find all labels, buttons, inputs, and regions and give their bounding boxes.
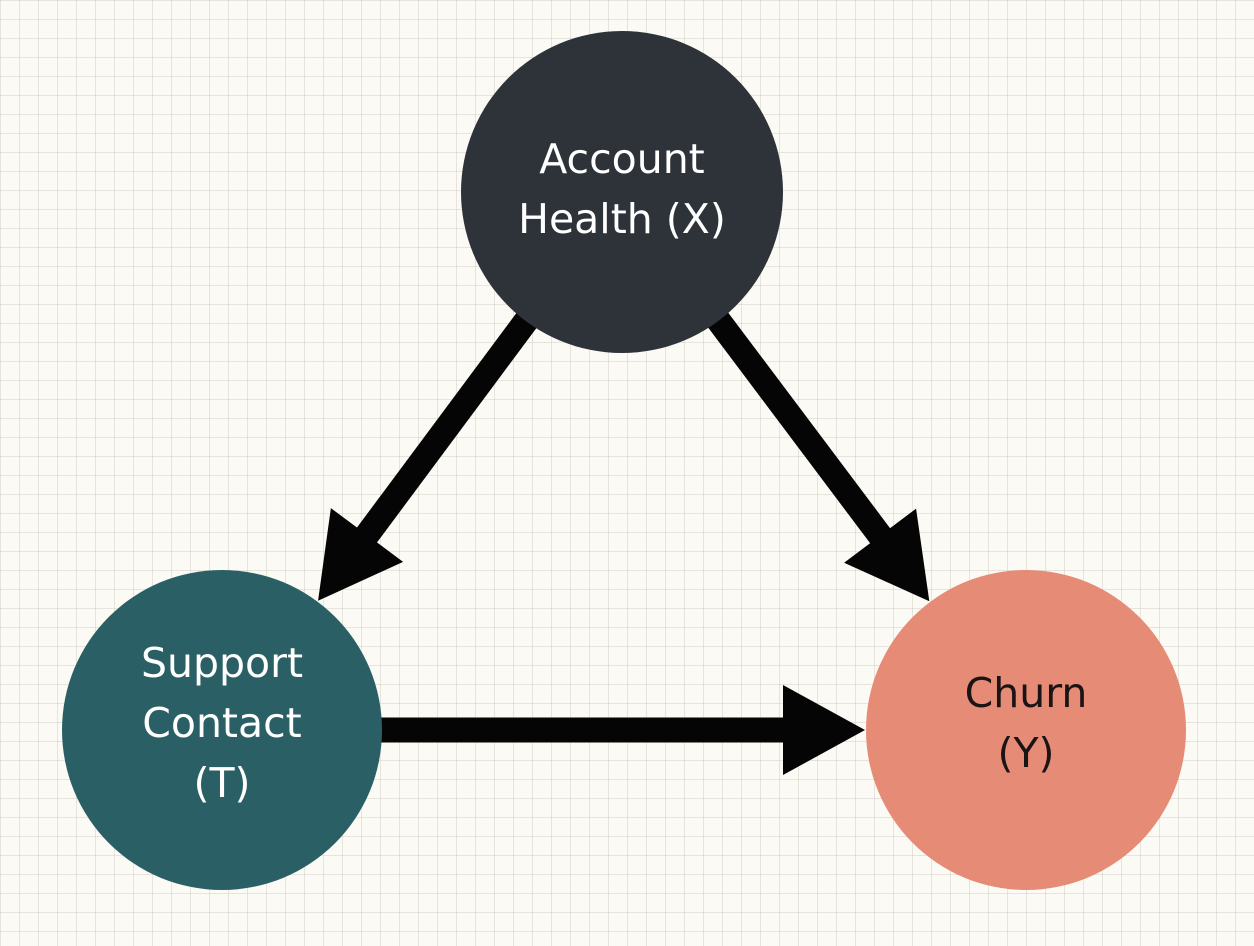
edge-x-to-t [318,308,540,601]
node-label-line: Account [539,135,705,183]
edge-x-to-y [705,308,930,602]
node-circle [461,31,783,353]
node-circle [866,570,1186,890]
node-label-line: (T) [193,759,250,807]
node-label-line: Churn [965,669,1088,717]
arrowhead-icon [783,685,865,775]
node-label-line: Health (X) [518,195,726,243]
arrowhead-icon [318,508,404,601]
arrowhead-icon [844,508,930,602]
node-label-line: (Y) [997,729,1054,777]
edges-layer [318,308,930,775]
arrow-shaft [355,308,540,545]
node-churn[interactable]: Churn (Y) [866,570,1186,890]
arrow-shaft [705,308,892,545]
node-label-line: Contact [142,699,302,747]
node-circle [62,570,382,890]
node-label-line: Support [141,639,303,687]
edge-t-to-y [376,685,865,775]
